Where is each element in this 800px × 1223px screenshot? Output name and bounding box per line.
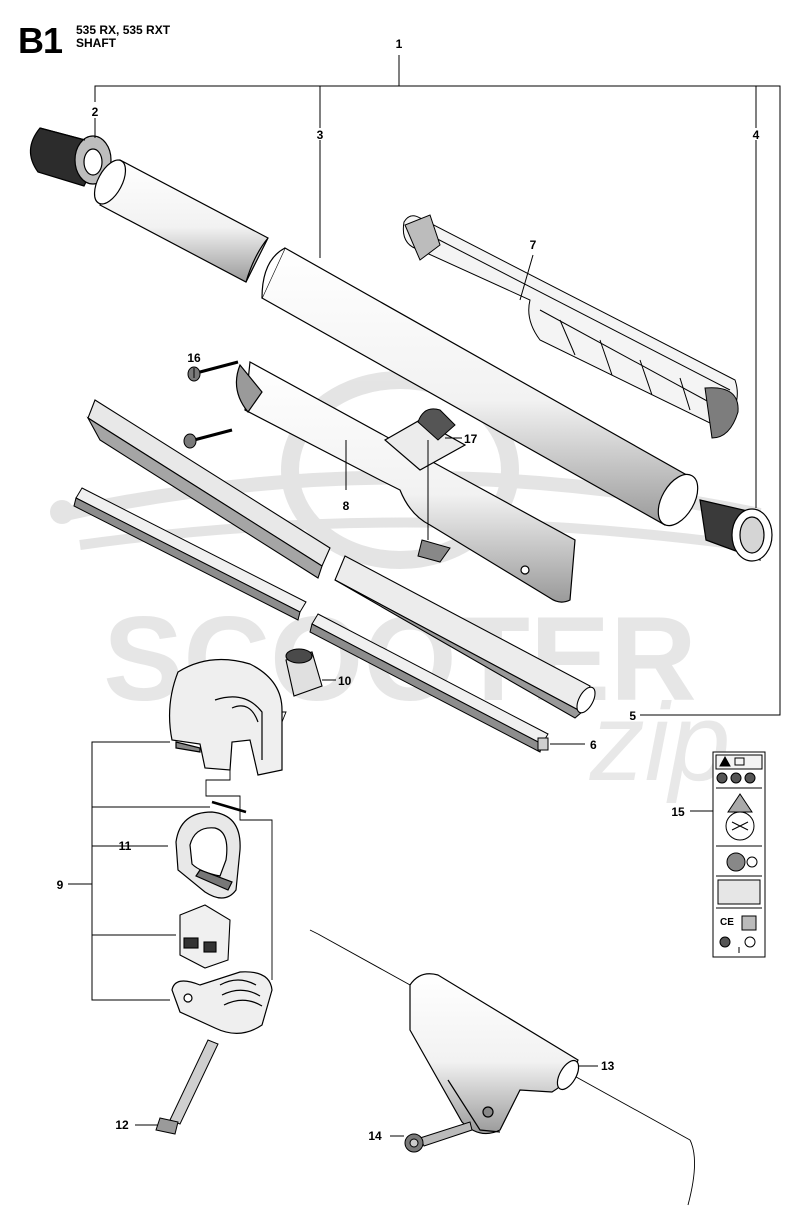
part-9-clamp-insert bbox=[179, 904, 231, 969]
callout-3: 3 bbox=[317, 128, 324, 142]
part-6-drive-shaft bbox=[73, 487, 549, 753]
callout-16: 16 bbox=[187, 351, 201, 365]
bracket-9 bbox=[68, 741, 210, 1001]
callout-11: 11 bbox=[119, 839, 132, 853]
section-code: B1 bbox=[18, 20, 63, 61]
part-10-bushing bbox=[285, 648, 323, 697]
svg-text:CE: CE bbox=[720, 917, 734, 928]
part-15-decal: CE bbox=[712, 751, 766, 958]
part-8-shaft-housing bbox=[235, 361, 576, 603]
part-4-end-cap bbox=[699, 499, 773, 562]
part-5-strip bbox=[86, 399, 596, 719]
callout-7: 7 bbox=[530, 238, 537, 252]
part-16-screws bbox=[183, 360, 239, 449]
callout-14: 14 bbox=[368, 1129, 382, 1143]
part-3-shaft-tube bbox=[261, 247, 699, 527]
part-2-grip-sleeve bbox=[29, 127, 112, 187]
callout-13: 13 bbox=[601, 1059, 615, 1073]
part-12-bolt bbox=[155, 1039, 219, 1135]
model-numbers: 535 RX, 535 RXT bbox=[76, 23, 171, 37]
callout-9: 9 bbox=[57, 878, 64, 892]
part-17-clip bbox=[417, 408, 456, 563]
callout-15: 15 bbox=[671, 805, 685, 819]
callout-8: 8 bbox=[343, 499, 350, 513]
part-7-shaft-liner bbox=[402, 214, 739, 439]
callout-12: 12 bbox=[115, 1118, 129, 1132]
callout-labels: 1 2 3 4 5 6 7 8 9 10 11 12 13 14 15 16 1… bbox=[57, 37, 760, 1143]
bracket-1 bbox=[94, 55, 781, 716]
callout-4: 4 bbox=[753, 128, 760, 142]
part-9-clamp-bottom bbox=[171, 971, 273, 1034]
callout-1: 1 bbox=[396, 37, 403, 51]
callout-2: 2 bbox=[92, 105, 99, 119]
callout-5: 5 bbox=[629, 709, 636, 723]
section-title: SHAFT bbox=[76, 36, 116, 50]
callout-17: 17 bbox=[464, 432, 478, 446]
part-13-bracket bbox=[409, 973, 580, 1135]
callout-6: 6 bbox=[590, 738, 597, 752]
callout-10: 10 bbox=[338, 674, 352, 688]
watermark-script: zip bbox=[589, 681, 731, 804]
part-9-clamp-top bbox=[168, 658, 283, 776]
part-14-screw bbox=[404, 1121, 473, 1153]
part-grip-tube bbox=[93, 159, 269, 283]
part-11-ring bbox=[175, 811, 241, 899]
